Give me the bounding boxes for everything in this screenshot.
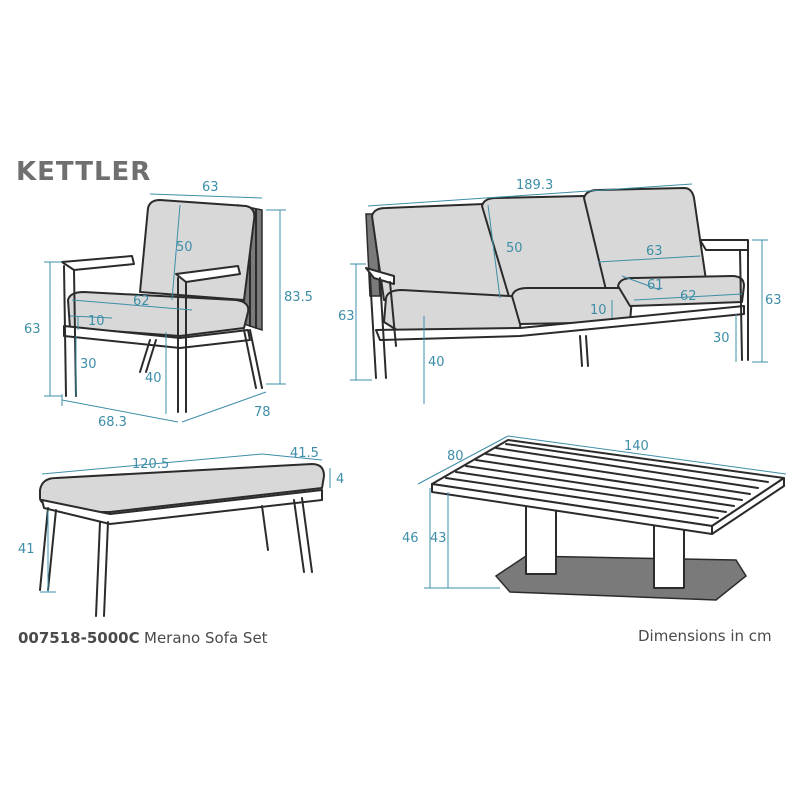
sofa-back-height-label: 50: [506, 241, 523, 256]
table-depth-label: 80: [447, 449, 464, 464]
brand-logo: KETTLER: [16, 157, 151, 187]
bench-drawing: [39, 463, 325, 617]
armchair-width-label: 63: [202, 180, 219, 195]
bench-dimensions: 120.5 41.5 4 41: [18, 446, 344, 593]
sofa-dimensions: 189.3 50 63 61 62 10 63 63 40 30: [338, 178, 782, 404]
table-height-inner-label: 43: [430, 531, 447, 546]
table-slats: [445, 443, 769, 519]
sofa-seat-width-top-label: 63: [646, 244, 663, 259]
armchair-arm-height-label: 63: [24, 322, 41, 337]
sofa-arm-height-left-label: 63: [338, 309, 355, 324]
armchair-seat-depth-label: 10: [88, 314, 105, 329]
bench-depth-label: 41.5: [290, 446, 319, 461]
armchair-back-height-label: 50: [176, 240, 193, 255]
sofa-cushion-10-label: 10: [590, 303, 607, 318]
table-height-total-label: 46: [402, 531, 419, 546]
table-dimensions: 80 140 46 43: [402, 435, 787, 589]
armchair-leg-height-label: 40: [145, 371, 162, 386]
armchair-length-label: 68.3: [98, 415, 127, 430]
table-length-label: 140: [624, 439, 649, 454]
units-note: Dimensions in cm: [638, 627, 772, 645]
sofa-width-label: 189.3: [516, 178, 553, 193]
table-drawing: [431, 439, 785, 601]
armchair-depth-label: 78: [254, 405, 271, 420]
sofa-seat-width-label: 62: [680, 289, 697, 304]
bench-height-label: 41: [18, 542, 35, 557]
armchair-drawing: [61, 199, 263, 413]
product-code: 007518-5000C: [18, 629, 140, 647]
sofa-leg-30-label: 30: [713, 331, 730, 346]
armchair-dimensions: 63 50 83.5 62 10 63 30 40 68.3 78: [24, 180, 313, 430]
sofa-drawing: [365, 187, 749, 379]
bench-thickness-label: 4: [336, 472, 344, 487]
sofa-inner-61-label: 61: [647, 278, 664, 293]
armchair-total-height-label: 83.5: [284, 290, 313, 305]
armchair-seat-width-label: 62: [133, 294, 150, 309]
sofa-seat-height-label: 40: [428, 355, 445, 370]
armchair-seat-height-label: 30: [80, 357, 97, 372]
sofa-arm-height-right-label: 63: [765, 293, 782, 308]
bench-length-label: 120.5: [132, 457, 169, 472]
product-name: Merano Sofa Set: [144, 629, 268, 647]
